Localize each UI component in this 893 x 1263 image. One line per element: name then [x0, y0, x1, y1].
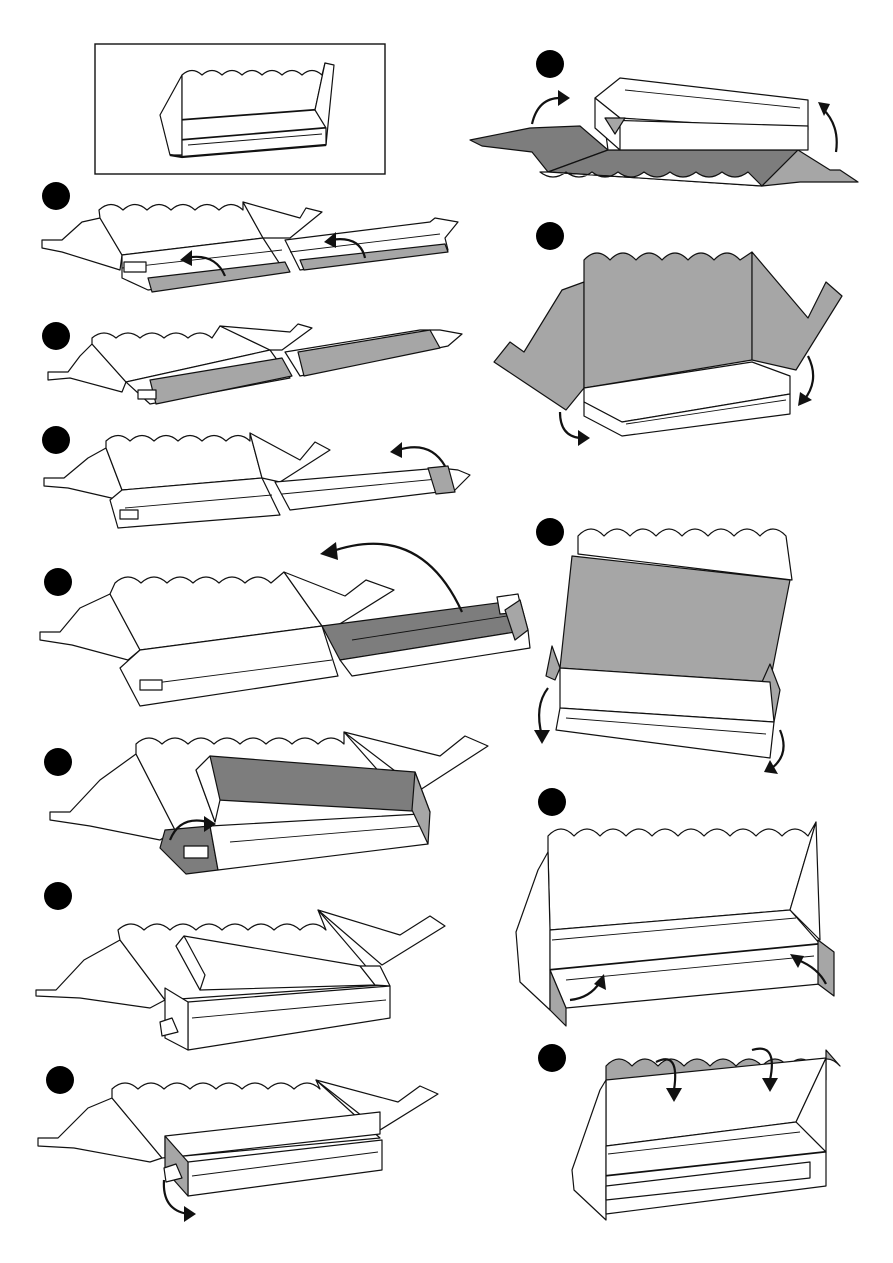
step-5 — [44, 732, 488, 874]
step-7-marker — [46, 1066, 74, 1094]
step-11 — [516, 788, 834, 1026]
step-10 — [534, 518, 792, 774]
step-1-marker — [42, 182, 70, 210]
step-1 — [42, 182, 458, 292]
step-3-marker — [42, 426, 70, 454]
step-10-marker — [536, 518, 564, 546]
step-5-marker — [44, 748, 72, 776]
step-4-marker — [44, 568, 72, 596]
step-8-marker — [536, 50, 564, 78]
step-6 — [36, 882, 445, 1050]
step-11-marker — [538, 788, 566, 816]
step-6-marker — [44, 882, 72, 910]
step-2 — [42, 322, 462, 404]
step-7 — [38, 1066, 438, 1222]
step-12-marker — [538, 1044, 566, 1072]
step-4 — [40, 542, 530, 706]
finished-display-preview — [95, 44, 385, 174]
step-2-marker — [42, 322, 70, 350]
step-9 — [494, 222, 842, 446]
step-9-marker — [536, 222, 564, 250]
step-8 — [470, 50, 858, 186]
step-3 — [42, 426, 470, 528]
step-12 — [538, 1044, 840, 1220]
